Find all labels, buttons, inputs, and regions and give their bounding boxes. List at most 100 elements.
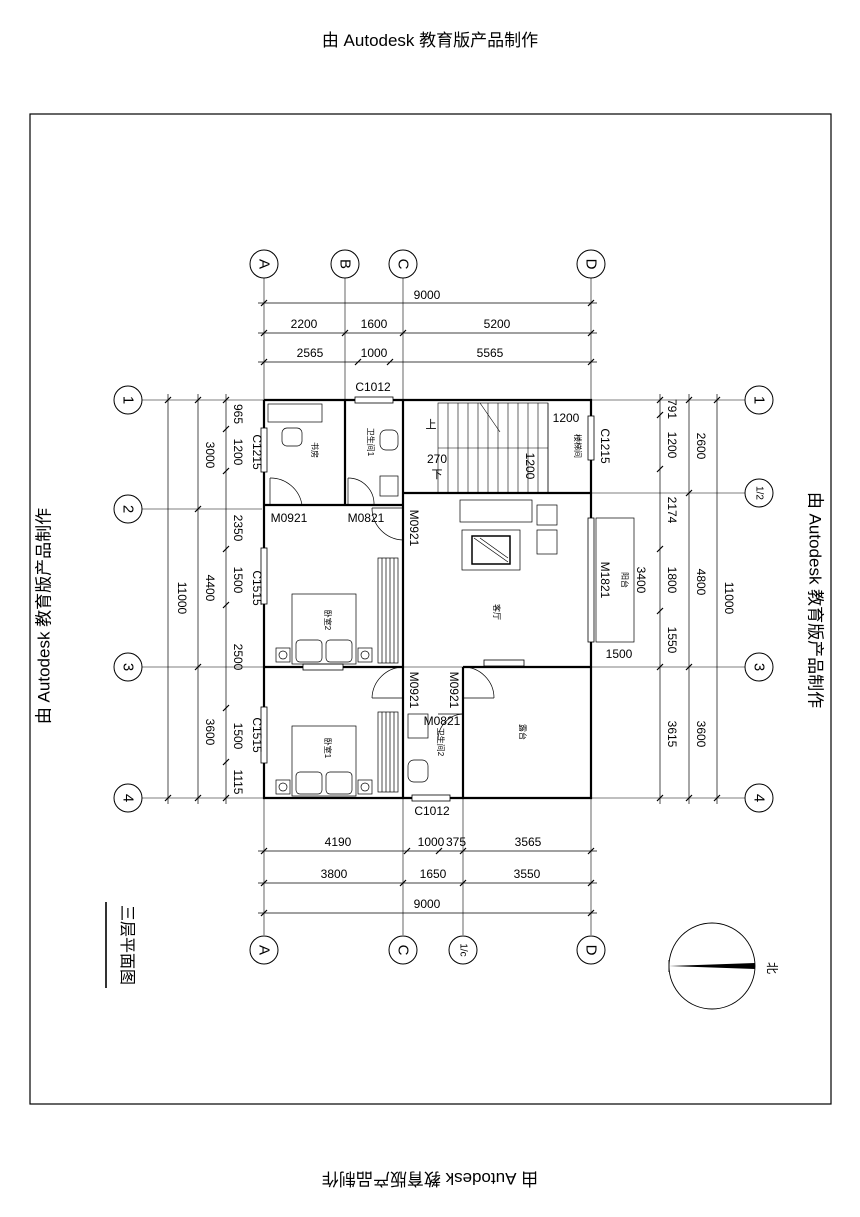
dim-right-row2-0: 2600 xyxy=(694,433,708,460)
label-up: 上 xyxy=(426,418,437,431)
dim-bottom-total: 9000 xyxy=(414,897,441,911)
dim-right-row1-1: 1200 xyxy=(665,432,679,459)
drawing-frame xyxy=(29,113,832,1105)
axis-label-left-1: 1 xyxy=(120,396,137,404)
axis-label-right-1-2: 1/2 xyxy=(754,486,765,500)
dim-top-row1-2: 5200 xyxy=(484,317,511,331)
axis-label-right-4: 4 xyxy=(751,794,768,802)
dim-right-total: 11000 xyxy=(722,582,736,615)
axis-label-top-d: D xyxy=(583,259,600,270)
axis-bubble-top-a xyxy=(249,249,279,279)
dimension-texts-vertical: 11000 3000 4400 2350 2500 3600 965 1200 … xyxy=(175,399,736,795)
axis-labels: A B C D A C 1/c D 1 2 3 4 1 1/2 3 4 xyxy=(120,259,768,957)
tag-c1215-left: C1215 xyxy=(250,434,264,470)
axis-bubble-right-1 xyxy=(744,385,774,415)
tag-m0921-b: M0921 xyxy=(407,510,421,547)
dim-bottom-row1-2: 375 xyxy=(446,835,466,849)
dimension-ticks xyxy=(164,299,721,917)
dim-left-row2-1: 1200 xyxy=(231,439,245,466)
dim-left-row1-0: 3000 xyxy=(203,442,217,469)
dim-inner-1500: 1500 xyxy=(606,647,633,661)
axis-label-right-3: 3 xyxy=(751,663,768,671)
dimension-lines xyxy=(167,302,718,914)
axis-label-bottom-c: C xyxy=(395,945,412,956)
axis-bubble-bottom-a xyxy=(249,935,279,965)
tag-m0821-b: M0821 xyxy=(424,714,461,728)
tag-c1215-right: C1215 xyxy=(598,428,612,464)
tag-m0921-a: M0921 xyxy=(271,511,308,525)
axis-label-bottom-d: D xyxy=(583,945,600,956)
room-labels: 书房 卫生间1 卫生间2 卧室2 卧室1 客厅 阳台 露台 楼梯间 xyxy=(310,428,630,759)
axis-label-left-3: 3 xyxy=(120,663,137,671)
axis-label-top-b: B xyxy=(337,259,354,269)
dim-top-row1-0: 2200 xyxy=(291,317,318,331)
tag-m1821: M1821 xyxy=(598,562,612,599)
dim-right-row1-0: 791 xyxy=(665,399,679,419)
dim-right-row1-2: 2174 xyxy=(665,497,679,524)
dim-left-total: 11000 xyxy=(175,582,189,615)
axis-bubble-top-d xyxy=(576,249,606,279)
axis-label-left-4: 4 xyxy=(120,794,137,802)
plan-title: 三层平面图 xyxy=(118,905,135,985)
stairs xyxy=(437,402,549,494)
dim-inner-3400: 3400 xyxy=(634,567,648,594)
axis-label-top-a: A xyxy=(256,259,273,269)
dim-inner-270: 270 xyxy=(427,452,447,466)
dim-right-row1-4: 1550 xyxy=(665,627,679,654)
axis-label-left-2: 2 xyxy=(120,505,137,513)
watermark-top: 由 Autodesk 教育版产品制作 xyxy=(321,31,539,50)
tag-m0921-c: M0921 xyxy=(407,672,421,709)
room-label-bath2: 卫生间2 xyxy=(436,728,446,757)
room-label-bed1: 卧室1 xyxy=(323,738,333,759)
axis-bubble-left-3 xyxy=(113,652,143,682)
dim-left-row1-mid: 4400 xyxy=(203,575,217,602)
dim-left-row2-3: 1500 xyxy=(231,723,245,750)
dim-inner-1200-a: 1200 xyxy=(553,411,580,425)
room-label-bed2: 卧室2 xyxy=(323,610,333,631)
windows xyxy=(260,396,595,802)
furniture xyxy=(267,403,635,797)
room-label-stair: 楼梯间 xyxy=(573,434,583,458)
dim-left-row2-0: 965 xyxy=(231,404,245,424)
dim-bottom-row1-0: 4190 xyxy=(325,835,352,849)
dim-left-row2-2: 1500 xyxy=(231,567,245,594)
axis-label-bottom-1c: 1/c xyxy=(458,943,469,956)
axis-bubble-left-2 xyxy=(113,494,143,524)
door-swings xyxy=(269,477,495,741)
tag-c1012-bottom: C1012 xyxy=(414,804,450,818)
axis-bubble-top-c xyxy=(388,249,418,279)
dim-bottom-row2-2: 3550 xyxy=(514,867,541,881)
tag-c1515-b: C1515 xyxy=(250,717,264,753)
dim-bottom-row1-3: 3565 xyxy=(515,835,542,849)
dim-top-row1-1: 1600 xyxy=(361,317,388,331)
north-arrow: 北 xyxy=(668,922,779,1010)
tag-c1515-a: C1515 xyxy=(250,570,264,606)
axis-bubbles xyxy=(113,249,774,965)
dim-top-row2-1: 1000 xyxy=(361,346,388,360)
room-label-terrace: 露台 xyxy=(518,724,528,740)
label-down: 下 xyxy=(432,469,443,481)
axis-bubble-left-1 xyxy=(113,385,143,415)
dim-right-row1-3: 1800 xyxy=(665,567,679,594)
room-label-study: 书房 xyxy=(310,442,320,458)
dim-left-row1-3: 3600 xyxy=(203,719,217,746)
dim-bottom-row2-0: 3800 xyxy=(321,867,348,881)
axis-label-bottom-a: A xyxy=(256,945,273,955)
room-label-living: 客厅 xyxy=(492,604,502,620)
axis-bubble-bottom-c xyxy=(388,935,418,965)
axis-bubble-right-4 xyxy=(744,783,774,813)
room-label-bath1: 卫生间1 xyxy=(366,428,376,457)
tag-c1012-top: C1012 xyxy=(355,380,391,394)
dim-top-total: 9000 xyxy=(414,288,441,302)
dim-left-row1-1: 2350 xyxy=(231,515,245,542)
dim-right-row2-2: 3600 xyxy=(694,721,708,748)
dim-right-row2-1: 4800 xyxy=(694,569,708,596)
dim-right-row1-5: 3615 xyxy=(665,721,679,748)
tag-m0921-d: M0921 xyxy=(447,672,461,709)
dimension-texts-horizontal: 9000 2200 1600 5200 2565 1000 5565 4190 … xyxy=(271,288,633,911)
axis-bubble-bottom-d xyxy=(576,935,606,965)
dim-top-row2-2: 5565 xyxy=(477,346,504,360)
dim-bottom-row1-1: 1000 xyxy=(418,835,445,849)
axis-bubble-top-b xyxy=(330,249,360,279)
